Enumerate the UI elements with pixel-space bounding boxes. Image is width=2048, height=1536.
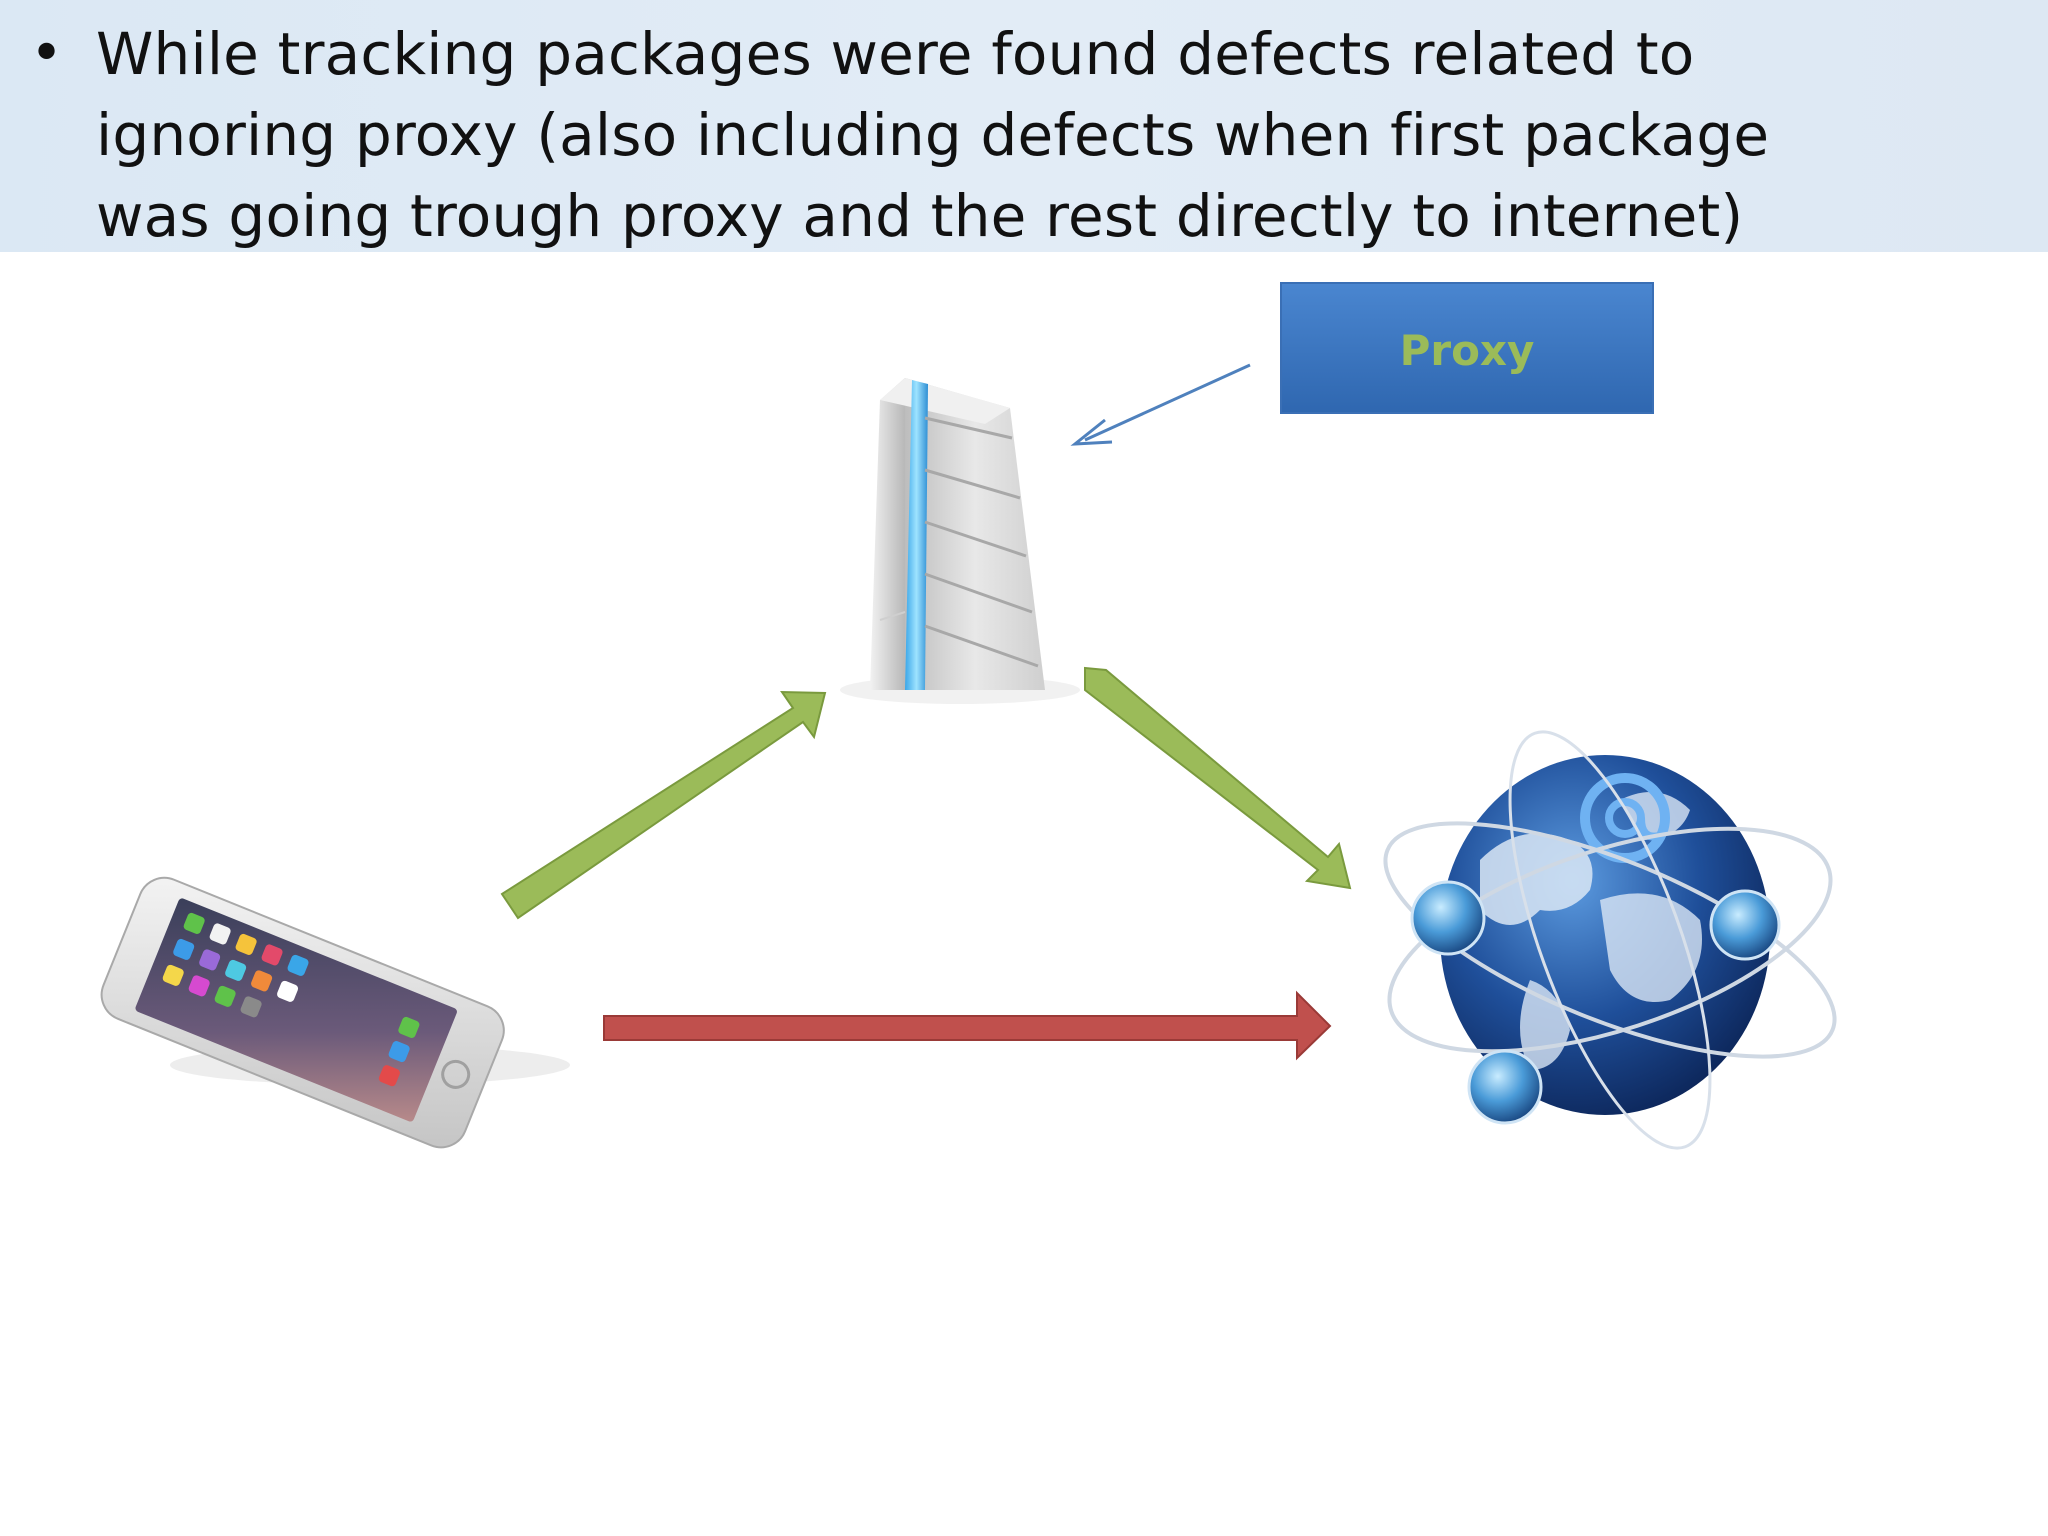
red-arrow-phone-to-internet: [603, 990, 1332, 1061]
proxy-pointer-arrow: [1070, 363, 1251, 446]
bullet-point: • While tracking packages were found def…: [30, 14, 1930, 257]
bullet-symbol: •: [30, 21, 64, 86]
green-arrow-phone-to-server: [500, 690, 827, 920]
proxy-label: Proxy: [1400, 326, 1535, 375]
globe-icon: [1383, 730, 1837, 1150]
proxy-box: Proxy: [1280, 282, 1654, 414]
phone-icon: [100, 876, 570, 1149]
server-icon: [840, 378, 1080, 704]
green-arrow-server-to-internet: [1084, 666, 1352, 890]
bullet-text: While tracking packages were found defec…: [96, 20, 1770, 250]
header-band: [0, 0, 2048, 252]
